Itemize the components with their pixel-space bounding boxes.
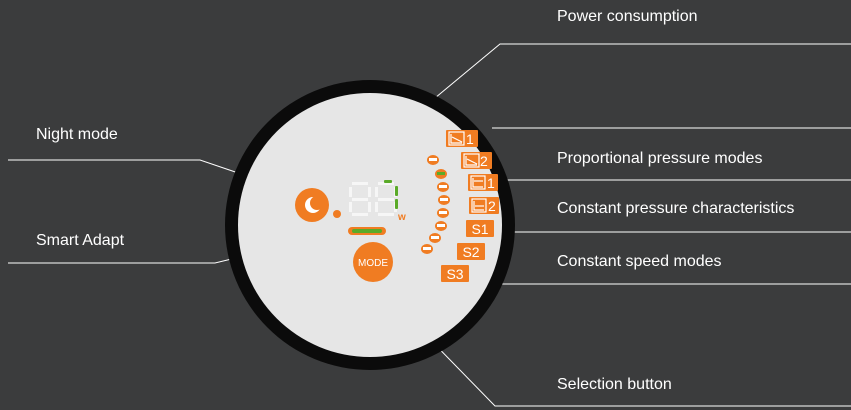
mode-badge-s2: S2 [457, 243, 485, 260]
svg-text:1: 1 [466, 131, 474, 147]
label-selection-button: Selection button [557, 376, 672, 393]
night-mode-indicator-led [333, 210, 341, 218]
power-green-leds [384, 180, 398, 209]
label-proportional-pressure-modes: Proportional pressure modes [557, 150, 763, 167]
proportional-pressure-icon [450, 134, 462, 144]
label-night-mode: Night mode [36, 126, 118, 143]
svg-text:1: 1 [487, 175, 495, 191]
label-power-consumption: Power consumption [557, 8, 698, 25]
label-constant-pressure-characteristics: Constant pressure characteristics [557, 200, 795, 217]
watt-unit: w [397, 212, 406, 223]
label-constant-speed-modes: Constant speed modes [557, 253, 722, 270]
mode-badge-s3: S3 [441, 265, 469, 282]
svg-text:2: 2 [480, 153, 488, 169]
mode-badge-pp1: 1 [446, 130, 478, 147]
mode-badge-s1: S1 [466, 220, 494, 237]
svg-text:2: 2 [488, 198, 496, 214]
mode-indicator-leds [421, 155, 450, 254]
mode-badge-pp2: 2 [461, 152, 492, 169]
svg-text:S1: S1 [471, 221, 488, 237]
mode-badge-cp1: 1 [468, 174, 498, 191]
mode-button[interactable] [353, 242, 393, 282]
label-smart-adapt: Smart Adapt [36, 232, 125, 249]
svg-text:S2: S2 [462, 244, 479, 260]
mode-button-label: MODE [358, 258, 388, 269]
proportional-pressure-icon [465, 156, 477, 166]
constant-pressure-icon [472, 178, 483, 188]
constant-pressure-icon [473, 201, 484, 211]
mode-badge-cp2: 2 [469, 197, 499, 214]
svg-text:S3: S3 [446, 266, 463, 282]
